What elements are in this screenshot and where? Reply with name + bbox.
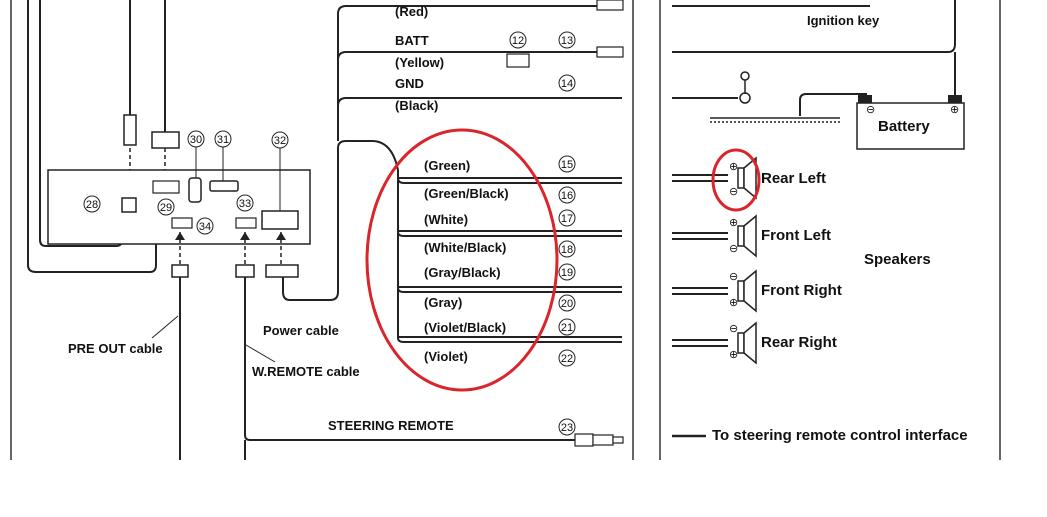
port-28: [121, 197, 137, 213]
dashed-links-bottom: [179, 232, 282, 265]
speakers-label: Speakers: [864, 251, 931, 268]
wremote-plug: [235, 264, 255, 278]
num-14: 14: [561, 78, 573, 90]
top-wires: [337, 5, 622, 141]
svg-text:⊖: ⊖: [729, 271, 738, 283]
speaker-rear-left: ⊕ ⊖ Rear Left: [672, 148, 826, 212]
speaker-wire-numbers: 15 16 17 18 19 20 21 22: [558, 155, 576, 367]
port-31: [209, 180, 239, 192]
steering-jack: [574, 433, 624, 447]
speaker-label-front-right: Front Right: [761, 282, 842, 299]
wire-label-yellow: (Yellow): [395, 55, 444, 70]
num-23: 23: [561, 422, 573, 434]
svg-text:⊕: ⊕: [729, 161, 738, 173]
wire-label-gray: (Gray): [424, 295, 462, 310]
speaker-rear-right: ⊖ ⊕ Rear Right: [672, 321, 837, 365]
connector-numbers: 28 29 30 31 32 33 34: [83, 130, 289, 235]
ignition-key-label: Ignition key: [807, 13, 880, 28]
port-32: [261, 210, 299, 230]
power-cable-line: [282, 140, 399, 301]
num-17: 17: [561, 213, 573, 225]
speaker-front-right: ⊖ ⊕ Front Right: [672, 269, 842, 313]
speaker-front-left: ⊕ ⊖ Front Left: [672, 214, 831, 258]
wire-label-batt: BATT: [395, 33, 429, 48]
num-18: 18: [561, 244, 573, 256]
num-31: 31: [217, 134, 229, 146]
battery-icon: [856, 102, 965, 150]
wire-label-gnd: GND: [395, 76, 424, 91]
svg-text:⊖: ⊖: [729, 243, 738, 255]
num-13: 13: [561, 35, 573, 47]
port-34: [171, 217, 193, 229]
num-19: 19: [561, 267, 573, 279]
speaker-wires: [397, 170, 622, 343]
port-30: [188, 177, 202, 203]
ground-screw-icon: [710, 71, 840, 123]
num-21: 21: [561, 322, 573, 334]
wire-label-gray-black: (Gray/Black): [424, 265, 501, 280]
wire-label-red: (Red): [395, 4, 428, 19]
num-33: 33: [239, 198, 251, 210]
leader-lines: [195, 147, 281, 211]
wremote-cable-line: [244, 277, 575, 441]
connector-plug-28: [123, 114, 137, 146]
wire-label-green-black: (Green/Black): [424, 186, 509, 201]
wremote-cable-label: W.REMOTE cable: [252, 364, 360, 379]
connector-plug-29: [151, 131, 180, 149]
battery-label: Battery: [878, 118, 930, 135]
num-16: 16: [561, 190, 573, 202]
svg-text:⊖: ⊖: [729, 186, 738, 198]
wire-label-violet: (Violet): [424, 349, 468, 364]
wire-label-white-black: (White/Black): [424, 240, 506, 255]
speaker-label-rear-right: Rear Right: [761, 334, 837, 351]
battery-plus: ⊕: [950, 104, 959, 116]
num-32: 32: [274, 135, 286, 147]
port-33: [235, 217, 257, 229]
num-22: 22: [561, 353, 573, 365]
port-29: [152, 180, 180, 194]
preout-plug: [171, 264, 189, 278]
num-12: 12: [512, 35, 524, 47]
speaker-label-front-left: Front Left: [761, 227, 831, 244]
power-plug: [265, 264, 299, 278]
svg-text:⊕: ⊕: [729, 297, 738, 309]
svg-text:⊕: ⊕: [729, 349, 738, 361]
num-28: 28: [86, 199, 98, 211]
svg-text:⊕: ⊕: [729, 217, 738, 229]
wire-label-green: (Green): [424, 158, 470, 173]
svg-text:⊖: ⊖: [729, 323, 738, 335]
wire-label-white: (White): [424, 212, 468, 227]
num-20: 20: [561, 298, 573, 310]
wire-label-black: (Black): [395, 98, 438, 113]
steering-remote-label: STEERING REMOTE: [328, 418, 454, 433]
num-34: 34: [199, 221, 211, 233]
batt-fuse-holder: [506, 53, 530, 68]
rear-left-highlight: [711, 148, 761, 212]
num-30: 30: [190, 134, 202, 146]
battery-minus: ⊖: [866, 104, 875, 116]
num-29: 29: [160, 202, 172, 214]
wire-label-violet-black: (Violet/Black): [424, 320, 506, 335]
speaker-label-rear-left: Rear Left: [761, 170, 826, 187]
speaker-wire-labels: (Green) (Green/Black) (White) (White/Bla…: [424, 158, 509, 364]
num-15: 15: [561, 159, 573, 171]
power-cable-label: Power cable: [263, 323, 339, 338]
top-wire-terminals: [506, 0, 624, 68]
steering-interface-label: To steering remote control interface: [712, 427, 968, 444]
highlight-ellipse: [365, 128, 559, 392]
preout-cable-label: PRE OUT cable: [68, 341, 163, 356]
right-panel-wires: [672, 0, 956, 116]
